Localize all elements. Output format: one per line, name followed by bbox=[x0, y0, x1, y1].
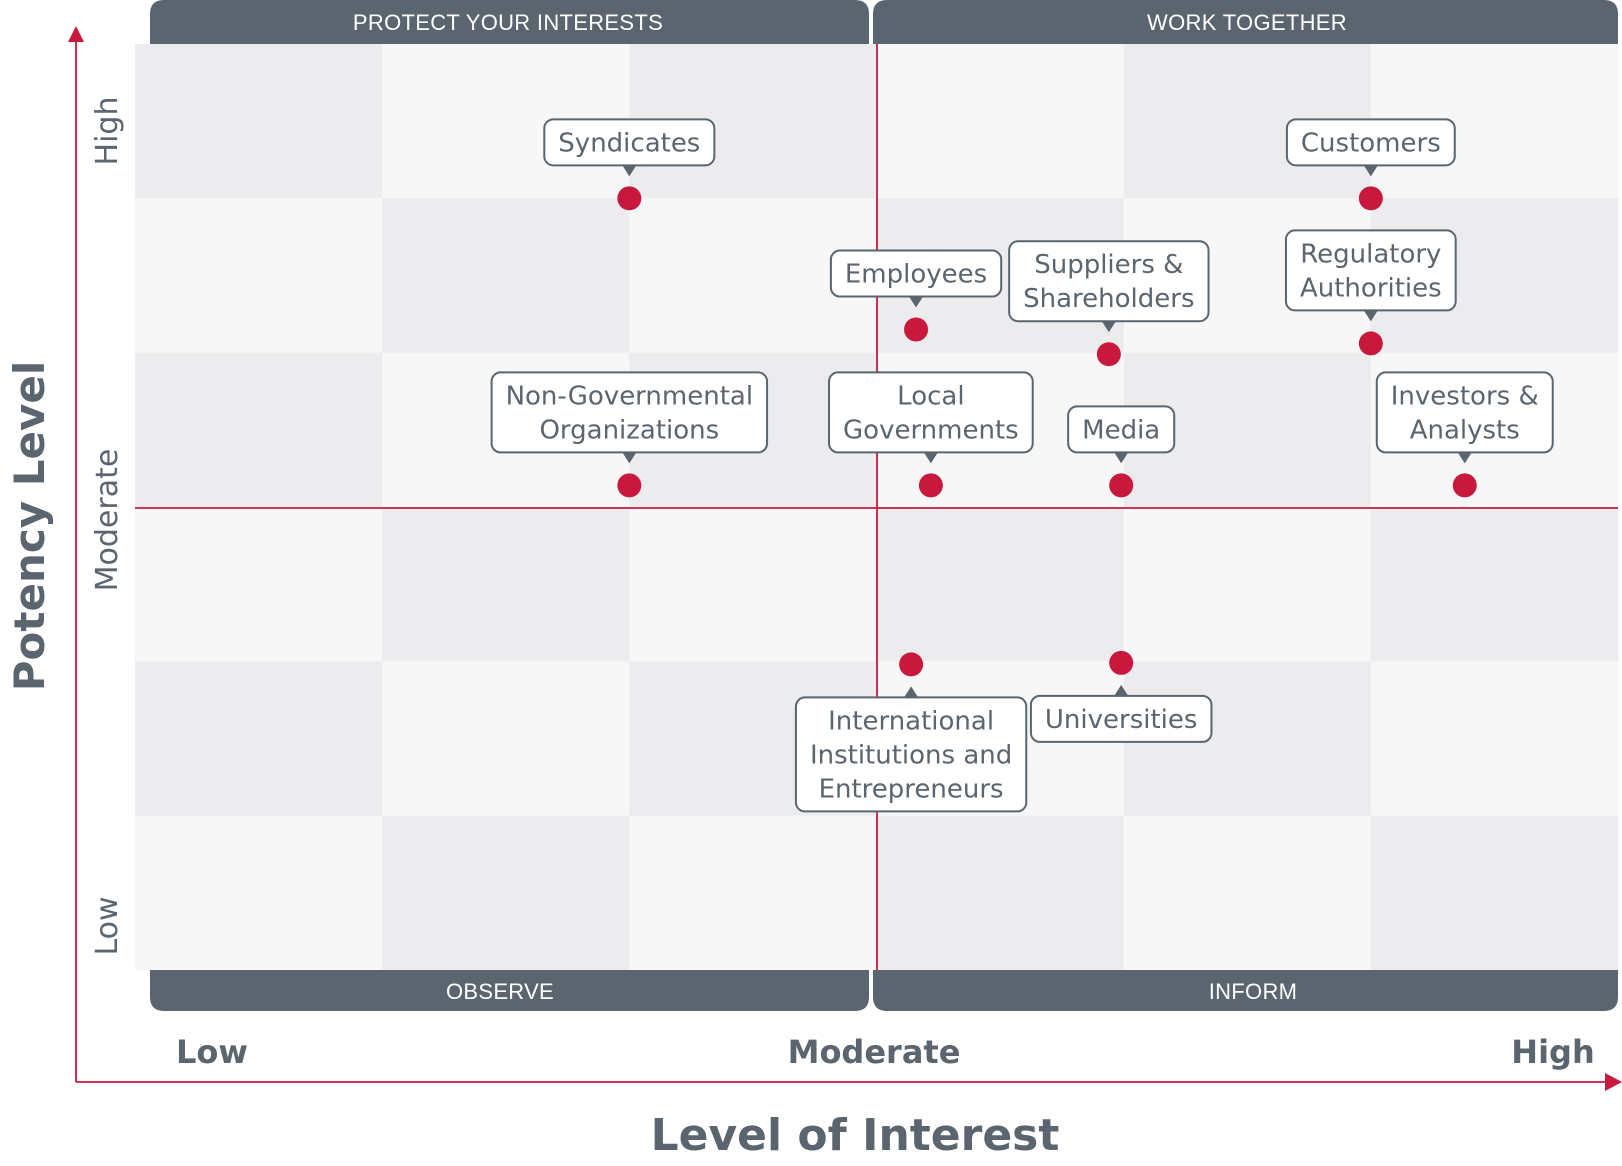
data-point-marker bbox=[1109, 473, 1134, 498]
band-top-right bbox=[873, 0, 1618, 44]
point-label-text: International bbox=[828, 706, 994, 736]
quadrant-label-top-right: WORK TOGETHER bbox=[1147, 10, 1347, 35]
grid-cell bbox=[135, 44, 383, 199]
y-tick-high: High bbox=[90, 97, 125, 166]
grid-cell bbox=[135, 661, 383, 817]
point-label-text: Entrepreneurs bbox=[819, 774, 1004, 804]
quadrant-label-bottom-right: INFORM bbox=[1209, 979, 1298, 1004]
point-label-text: Organizations bbox=[539, 415, 719, 445]
point-label-text: Media bbox=[1082, 415, 1160, 445]
x-axis-arrow-icon bbox=[1605, 1073, 1622, 1091]
data-point-marker bbox=[617, 473, 642, 498]
point-label-text: Employees bbox=[845, 260, 987, 290]
data-point-marker bbox=[1096, 342, 1121, 367]
point-label-pointer bbox=[923, 452, 938, 464]
x-tick-low: Low bbox=[176, 1033, 248, 1071]
grid-cell bbox=[629, 815, 877, 971]
stakeholder-point: Suppliers & Shareholders bbox=[1008, 240, 1210, 367]
band-bottom-right bbox=[873, 970, 1618, 1011]
data-point-marker bbox=[1109, 650, 1134, 675]
point-label-text: Governments bbox=[843, 415, 1019, 445]
point-label-text: Syndicates bbox=[558, 128, 700, 158]
point-label-pointer bbox=[904, 686, 919, 698]
point-label-text: Universities bbox=[1045, 705, 1198, 735]
data-point-marker bbox=[1452, 473, 1477, 498]
point-label-text: Local bbox=[897, 381, 964, 411]
point-label-text: Institutions and bbox=[810, 740, 1012, 770]
grid-cell bbox=[135, 507, 383, 662]
stakeholder-point: Customers bbox=[1285, 118, 1456, 211]
point-label-pointer bbox=[1101, 321, 1116, 333]
band-top-left bbox=[150, 0, 869, 44]
y-tick-low: Low bbox=[90, 896, 125, 955]
quadrant-label-top-left: PROTECT YOUR INTERESTS bbox=[353, 10, 663, 35]
data-point-marker bbox=[904, 317, 929, 342]
stakeholder-point: Syndicates bbox=[543, 118, 716, 211]
point-label-text: Authorities bbox=[1300, 273, 1442, 303]
point-label-pointer bbox=[909, 296, 924, 308]
grid-cell bbox=[1370, 815, 1619, 971]
grid-cell bbox=[1370, 507, 1619, 662]
point-label-text: Non-Governmental bbox=[506, 381, 753, 411]
x-axis-title: Level of Interest bbox=[651, 1110, 1060, 1161]
point-label-pointer bbox=[1363, 310, 1378, 322]
point-label-text: Customers bbox=[1301, 128, 1441, 158]
grid-cell bbox=[382, 815, 630, 971]
point-label-pointer bbox=[1114, 452, 1129, 464]
data-point-marker bbox=[899, 652, 924, 677]
point-label-text: Suppliers & bbox=[1034, 250, 1183, 280]
grid-cell bbox=[876, 44, 1125, 199]
stakeholder-point: Employees bbox=[829, 249, 1003, 342]
point-label-pointer bbox=[1457, 452, 1472, 464]
grid-cell bbox=[1123, 507, 1372, 662]
point-label-text: Regulatory bbox=[1300, 239, 1441, 269]
point-label-text: Investors & bbox=[1391, 381, 1539, 411]
grid-cell bbox=[135, 352, 383, 508]
y-axis-title: Potency Level bbox=[5, 361, 54, 692]
data-point-marker bbox=[1358, 186, 1383, 211]
grid-cell bbox=[1123, 815, 1372, 971]
quadrant-label-bottom-left: OBSERVE bbox=[446, 979, 554, 1004]
stakeholder-point: Media bbox=[1067, 405, 1176, 498]
point-label-pointer bbox=[622, 165, 637, 177]
x-tick-high: High bbox=[1511, 1033, 1594, 1071]
stakeholder-point: Investors & Analysts bbox=[1375, 371, 1554, 498]
data-point-marker bbox=[918, 473, 943, 498]
data-point-marker bbox=[1358, 331, 1383, 356]
grid-cell bbox=[382, 661, 630, 817]
point-label-pointer bbox=[1363, 165, 1378, 177]
y-tick-moderate: Moderate bbox=[90, 449, 125, 592]
stakeholder-point: Universities bbox=[1029, 650, 1213, 743]
x-tick-moderate: Moderate bbox=[788, 1033, 961, 1071]
grid-cell bbox=[382, 198, 630, 354]
grid-cell bbox=[135, 198, 383, 354]
band-bottom-left bbox=[150, 970, 869, 1011]
point-label-text: Shareholders bbox=[1023, 284, 1194, 314]
point-label-text: Analysts bbox=[1410, 415, 1520, 445]
grid-cell bbox=[1370, 661, 1619, 817]
point-label-pointer bbox=[1114, 684, 1129, 696]
point-label-pointer bbox=[622, 452, 637, 464]
grid-cell bbox=[135, 815, 383, 971]
grid-cell bbox=[876, 815, 1125, 971]
grid-cell bbox=[382, 507, 630, 662]
data-point-marker bbox=[617, 186, 642, 211]
grid-cell bbox=[876, 507, 1125, 662]
grid-cell bbox=[629, 507, 877, 662]
y-axis-arrow-icon bbox=[68, 26, 84, 42]
